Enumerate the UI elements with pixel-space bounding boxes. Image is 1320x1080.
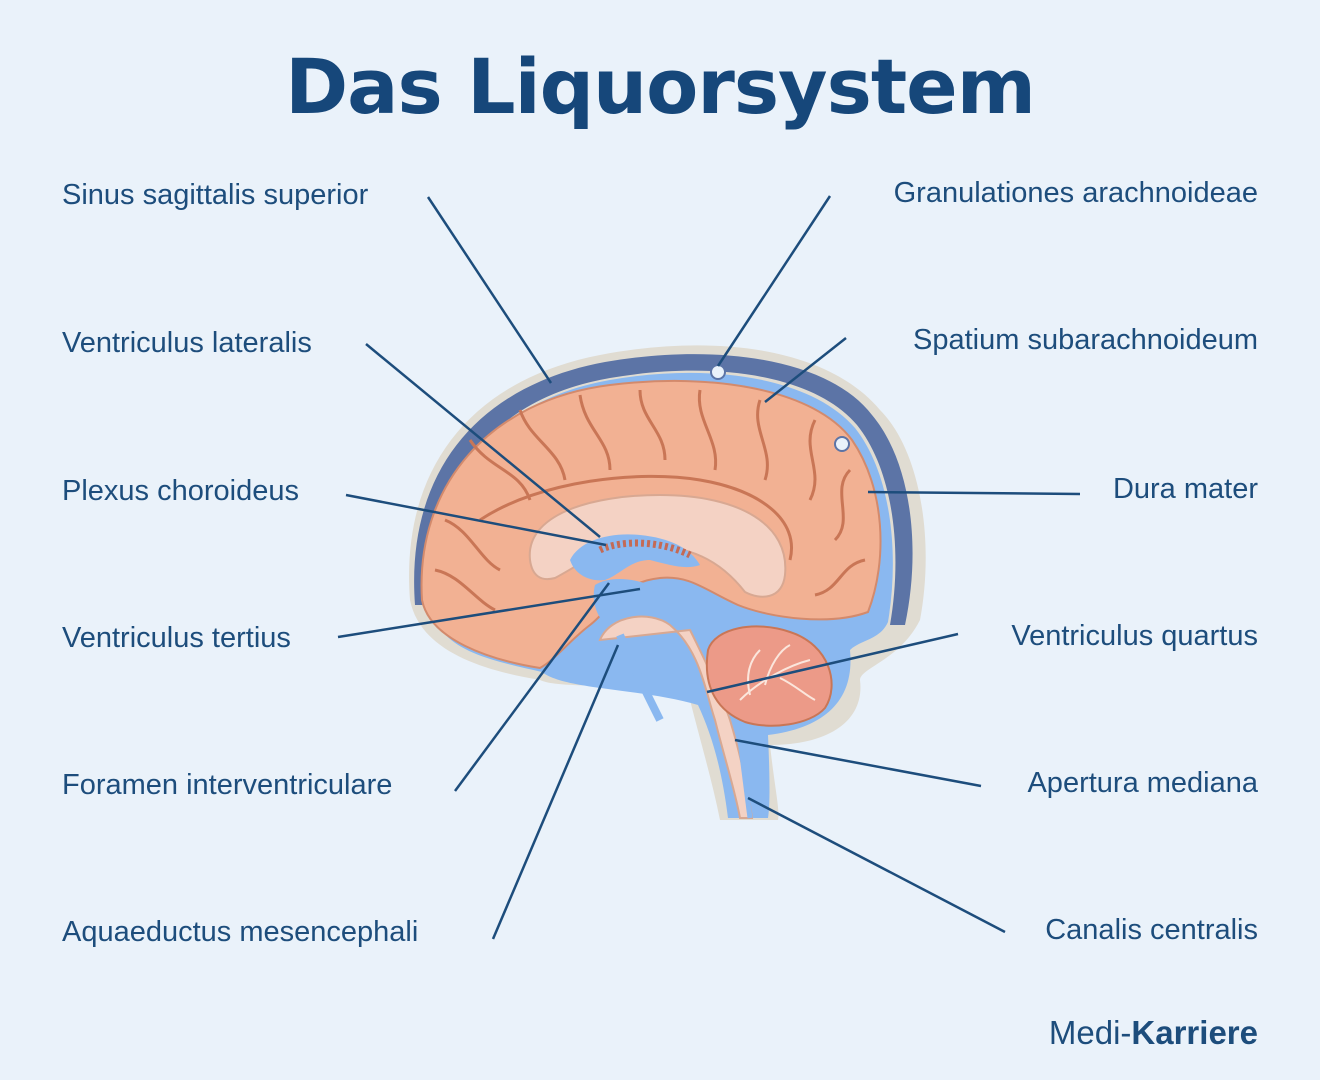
brand-part2: Karriere <box>1131 1014 1258 1051</box>
label-aquaeductus: Aquaeductus mesencephali <box>62 916 419 948</box>
cerebellum <box>705 625 833 727</box>
label-sinus-sagittalis: Sinus sagittalis superior <box>62 179 369 211</box>
leader-spatium <box>764 337 847 403</box>
granulation-bump-1 <box>710 364 726 380</box>
label-apertura-mediana: Apertura mediana <box>1027 767 1258 799</box>
leader-sinus-sagittalis <box>426 196 553 384</box>
granulation-bump-2 <box>834 436 850 452</box>
label-ventriculus-tertius: Ventriculus tertius <box>62 622 291 654</box>
label-ventriculus-lateralis: Ventriculus lateralis <box>62 327 312 359</box>
leader-lines <box>337 195 1081 940</box>
brand-logo: Medi-Karriere <box>1049 1014 1258 1052</box>
leader-dura-mater <box>867 490 1081 496</box>
leader-foramen <box>453 582 611 792</box>
label-plexus-choroideus: Plexus choroideus <box>62 475 299 507</box>
leader-granulationes <box>716 195 832 367</box>
leader-canalis-centralis <box>747 796 1006 934</box>
leader-ventriculus-quartus <box>706 632 959 694</box>
leader-plexus-choroideus <box>345 493 607 547</box>
cortical-folds <box>434 389 866 612</box>
label-canalis-centralis: Canalis centralis <box>1045 914 1258 946</box>
choroid-plexus <box>598 539 692 559</box>
leader-ventriculus-tertius <box>337 587 641 639</box>
central-canal <box>737 739 753 819</box>
aqueduct <box>616 633 664 722</box>
leader-ventriculus-lateralis <box>365 343 601 538</box>
label-granulationes: Granulationes arachnoideae <box>893 177 1258 209</box>
arbor-vitae <box>739 644 816 701</box>
leader-apertura-mediana <box>734 738 982 788</box>
label-spatium: Spatium subarachnoideum <box>913 324 1258 356</box>
brand-part1: Medi- <box>1048 1014 1132 1051</box>
leader-aquaeductus <box>491 644 620 940</box>
corpus-callosum <box>528 493 787 598</box>
label-dura-mater: Dura mater <box>1112 473 1258 505</box>
label-ventriculus-quartus: Ventriculus quartus <box>1011 620 1258 652</box>
label-foramen-interventriculare: Foramen interventriculare <box>62 769 393 801</box>
page-title: Das Liquorsystem <box>285 42 1036 131</box>
